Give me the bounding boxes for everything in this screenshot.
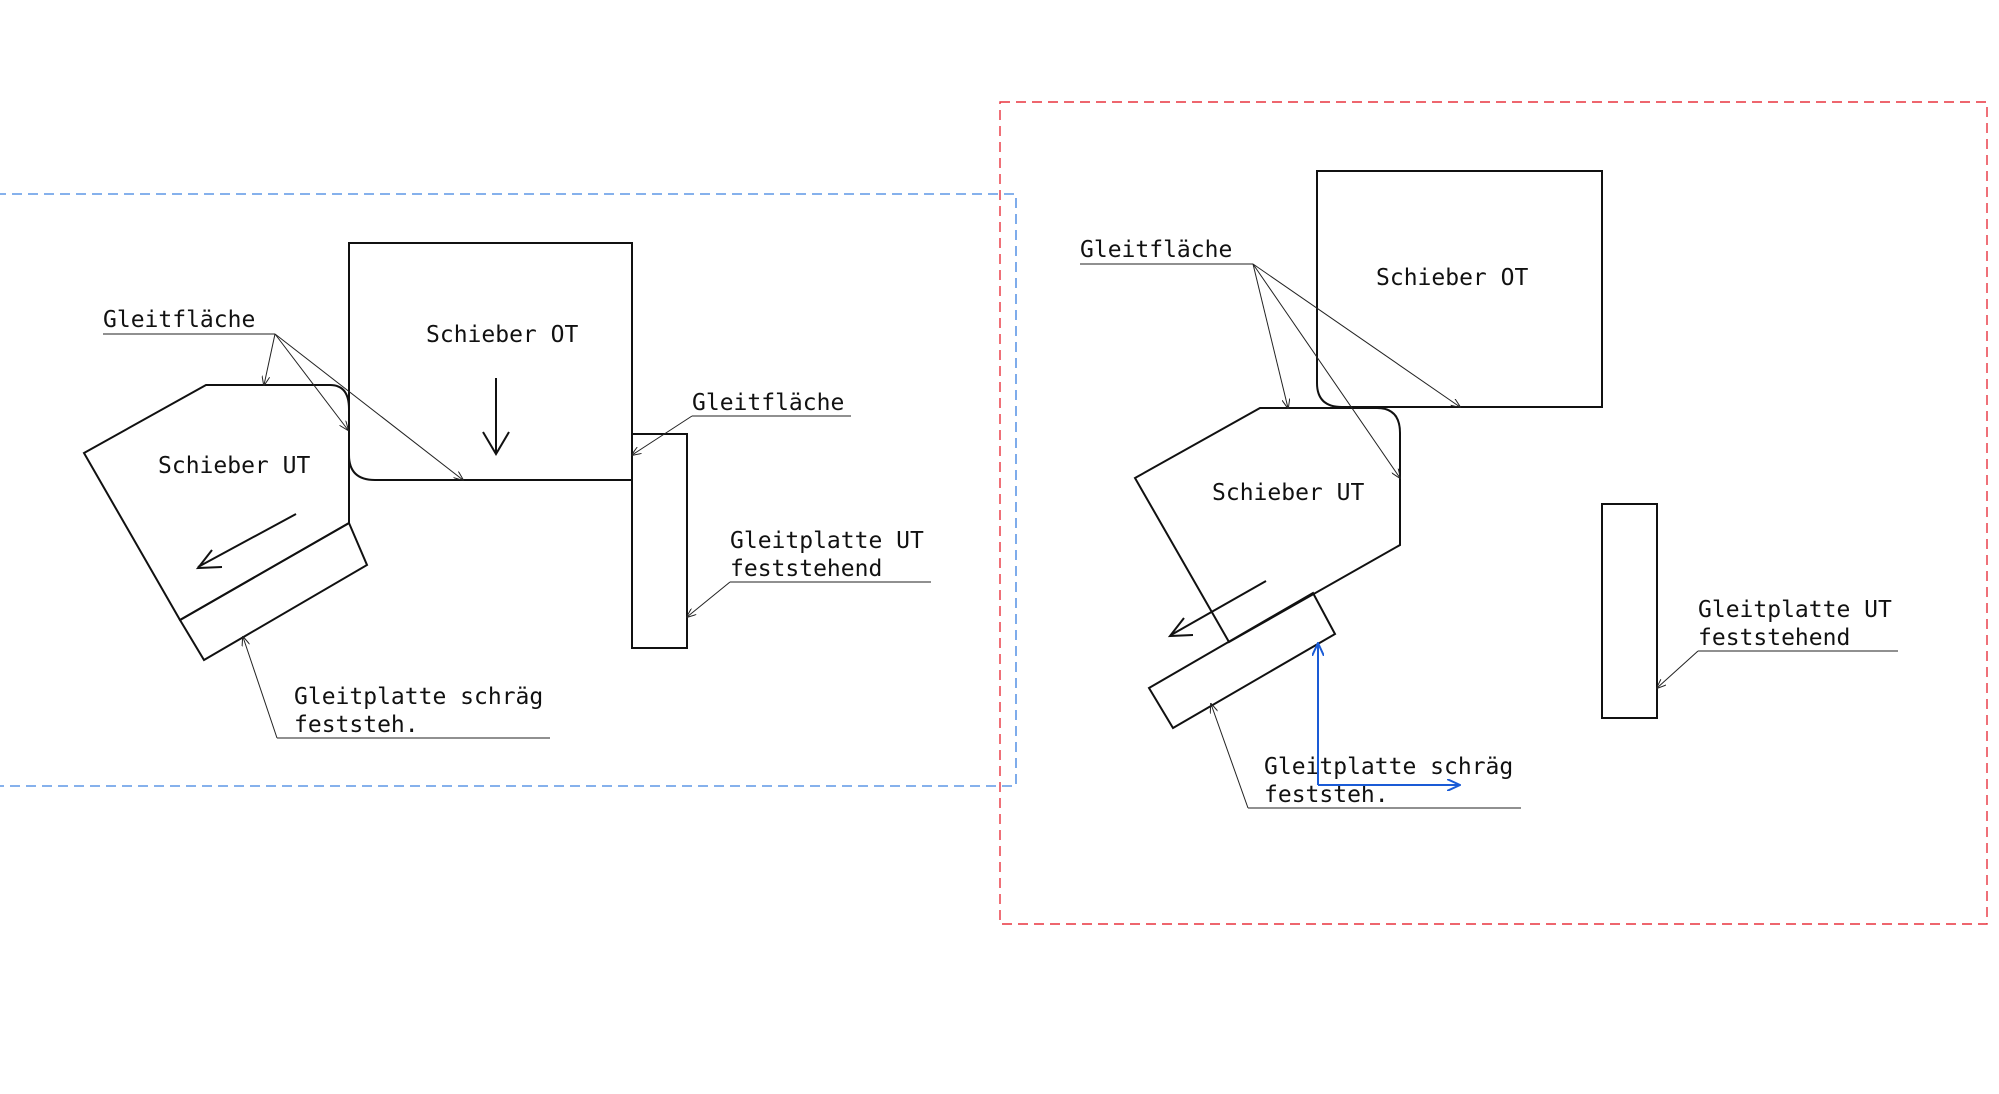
right-panel: Schieber OT Schieber UT Gleitfläche Glei… — [999, 101, 1988, 925]
slanted-plate-label-right-line1: Gleitplatte schräg — [1264, 754, 1513, 780]
sliding-surface-leader-2 — [632, 415, 693, 455]
slider-bottom-label: Schieber UT — [158, 453, 310, 479]
slanted-plate-label-right-line2: feststeh. — [1264, 782, 1389, 808]
sliding-surface-label-right: Gleitfläche — [1080, 237, 1232, 263]
fixed-plate-label-right-line2: feststehend — [1698, 625, 1850, 651]
slanted-plate-label-line2: feststeh. — [294, 712, 419, 738]
left-panel-frame — [0, 193, 1017, 787]
slider-bottom-label-right: Schieber UT — [1212, 480, 1364, 506]
slanted-plate — [178, 521, 369, 662]
slanted-plate-leader — [243, 637, 278, 739]
slider-bottom-motion-arrow-right — [1170, 580, 1267, 636]
slider-bottom-motion-arrowhead — [195, 549, 223, 570]
slider-bottom-body — [82, 384, 350, 622]
down-motion-arrowhead — [482, 431, 510, 456]
sliding-surface-leader-right-a — [1252, 263, 1288, 408]
slider-top-label-right: Schieber OT — [1376, 265, 1528, 291]
slanted-plate-label-line1: Gleitplatte schräg — [294, 684, 543, 710]
slider-top-body-right — [1316, 170, 1603, 408]
slanted-plate-right — [1147, 591, 1337, 730]
fixed-plate — [631, 433, 688, 649]
fixed-plate-leader — [687, 581, 731, 617]
fixed-plate-label-line1: Gleitplatte UT — [730, 528, 924, 554]
slider-bottom-motion-arrowhead-right — [1167, 617, 1194, 638]
fixed-plate-label-right-line1: Gleitplatte UT — [1698, 597, 1892, 623]
sliding-surface-leader-right-b — [1252, 263, 1400, 478]
fixed-plate-leader-right — [1657, 650, 1699, 688]
sliding-surface-leader-1c — [274, 333, 463, 480]
slider-top-label: Schieber OT — [426, 322, 578, 348]
sliding-surface-leader-1a — [264, 333, 276, 385]
fixed-plate-label-line2: feststehend — [730, 556, 882, 582]
left-panel: Schieber OT Schieber UT Gleitfläche Glei… — [0, 193, 1017, 787]
sliding-surface-label-2: Gleitfläche — [692, 390, 844, 416]
right-panel-frame — [999, 101, 1988, 925]
slanted-plate-leader-right — [1211, 704, 1249, 809]
sliding-surface-leader-right-c — [1252, 263, 1460, 407]
fixed-plate-right — [1601, 503, 1658, 719]
sliding-surface-leader-1b — [274, 333, 348, 430]
sliding-surface-label-1: Gleitfläche — [103, 307, 255, 333]
slider-bottom-body-right — [1133, 407, 1401, 644]
slider-bottom-motion-arrow — [197, 513, 297, 568]
